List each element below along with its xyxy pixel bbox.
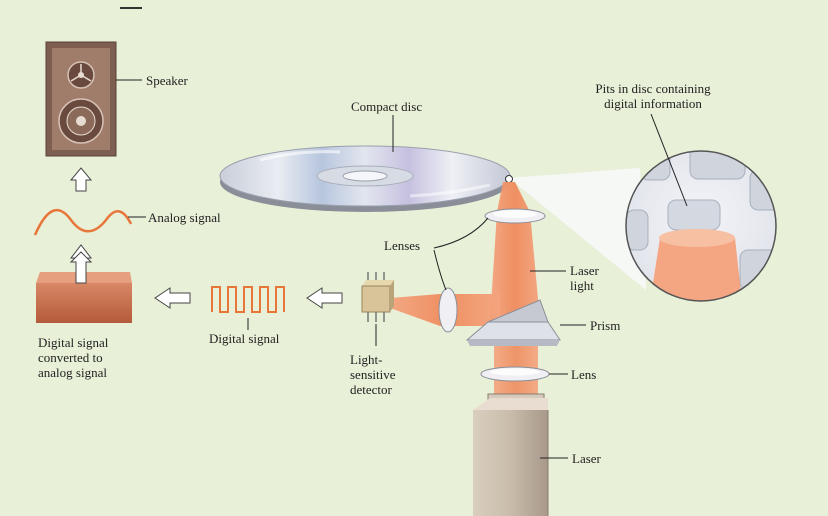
converter-label-line3: analog signal — [38, 365, 107, 380]
pits-label-line2: digital information — [604, 96, 702, 111]
side-lens — [438, 287, 458, 333]
light-sensitive-detector — [361, 272, 394, 346]
left-arrow-icon — [154, 287, 191, 309]
detector-label: Light- sensitive detector — [350, 352, 396, 397]
prism — [465, 299, 586, 346]
speaker-label: Speaker — [146, 73, 188, 88]
up-arrow-icon — [69, 167, 93, 192]
analog-signal-label: Analog signal — [148, 210, 221, 225]
magnification-cone — [509, 168, 646, 290]
left-arrow-icon — [306, 287, 343, 309]
converter-label-line2: converted to — [38, 350, 103, 365]
converter-label: Digital signal converted to analog signa… — [38, 335, 108, 380]
leader-lines — [433, 217, 566, 291]
laser-label: Laser — [572, 451, 601, 466]
analog-signal-wave — [33, 208, 146, 236]
lenses-label: Lenses — [384, 238, 421, 253]
compact-disc-label: Compact disc — [351, 99, 423, 114]
laser-light-label-line2: light — [570, 278, 594, 293]
upper-lens — [484, 208, 546, 224]
detector-label-line2: sensitive — [350, 367, 396, 382]
laser-light-label-line1: Laser — [570, 263, 599, 278]
pits-label: Pits in disc containing digital informat… — [578, 81, 728, 111]
speaker — [45, 41, 142, 157]
pits-magnified-view — [625, 113, 777, 302]
detector-label-line3: detector — [350, 382, 392, 397]
laser — [473, 393, 568, 516]
prism-label: Prism — [590, 318, 621, 333]
digital-signal-wave — [211, 286, 285, 330]
laser-light-label: Laser light — [570, 263, 599, 293]
lens-label: Lens — [571, 367, 597, 382]
digital-signal-label: Digital signal — [209, 331, 280, 346]
pits-label-line1: Pits in disc containing — [595, 81, 711, 96]
lower-lens — [480, 366, 568, 382]
laser-spot — [505, 175, 513, 183]
converter-label-line1: Digital signal — [38, 335, 109, 350]
digital-to-analog-converter — [36, 251, 132, 323]
detector-label-line1: Light- — [350, 352, 383, 367]
compact-disc — [219, 115, 511, 212]
